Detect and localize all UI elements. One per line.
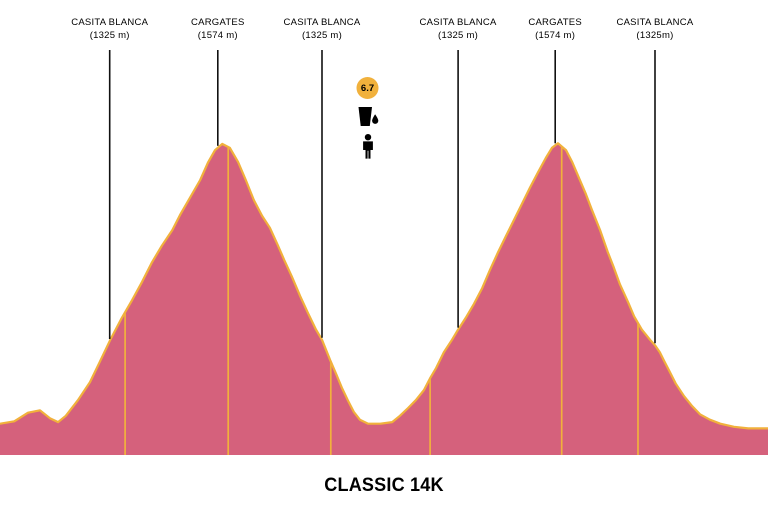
aid-station: 6.7 (356, 77, 379, 159)
marker-elevation: (1574 m) (535, 29, 576, 41)
drink-icon (358, 107, 378, 126)
person-icon (362, 134, 373, 159)
marker-elevation: (1325 m) (438, 29, 479, 41)
marker-label: CASITA BLANCA (1325m) (616, 17, 693, 42)
profile-outline (0, 142, 768, 430)
marker-name: CARGATES (528, 17, 582, 28)
marker-label: CASITA BLANCA (1325 m) (420, 17, 497, 42)
marker-elevation: (1325 m) (301, 29, 342, 41)
marker-label: CARGATES (1574 m) (528, 17, 582, 42)
profile-area (0, 143, 768, 455)
marker-elevation: (1574 m) (197, 29, 238, 41)
aid-station-distance-badge: 6.7 (356, 77, 379, 99)
marker-elevation: (1325m) (636, 29, 674, 41)
marker-label: CASITA BLANCA (1325 m) (284, 17, 361, 42)
marker-name: CASITA BLANCA (71, 17, 149, 28)
marker-name: CASITA BLANCA (616, 17, 694, 28)
marker-label: CARGATES (1574 m) (191, 17, 245, 42)
marker-name: CASITA BLANCA (283, 17, 361, 28)
race-title: CLASSIC 14K (324, 475, 444, 496)
marker-label: CASITA BLANCA (1325 m) (71, 17, 148, 42)
aid-station-km: 6.7 (360, 82, 375, 94)
marker-elevation: (1325 m) (89, 29, 130, 41)
marker-name: CARGATES (191, 17, 245, 28)
marker-name: CASITA BLANCA (419, 17, 497, 28)
